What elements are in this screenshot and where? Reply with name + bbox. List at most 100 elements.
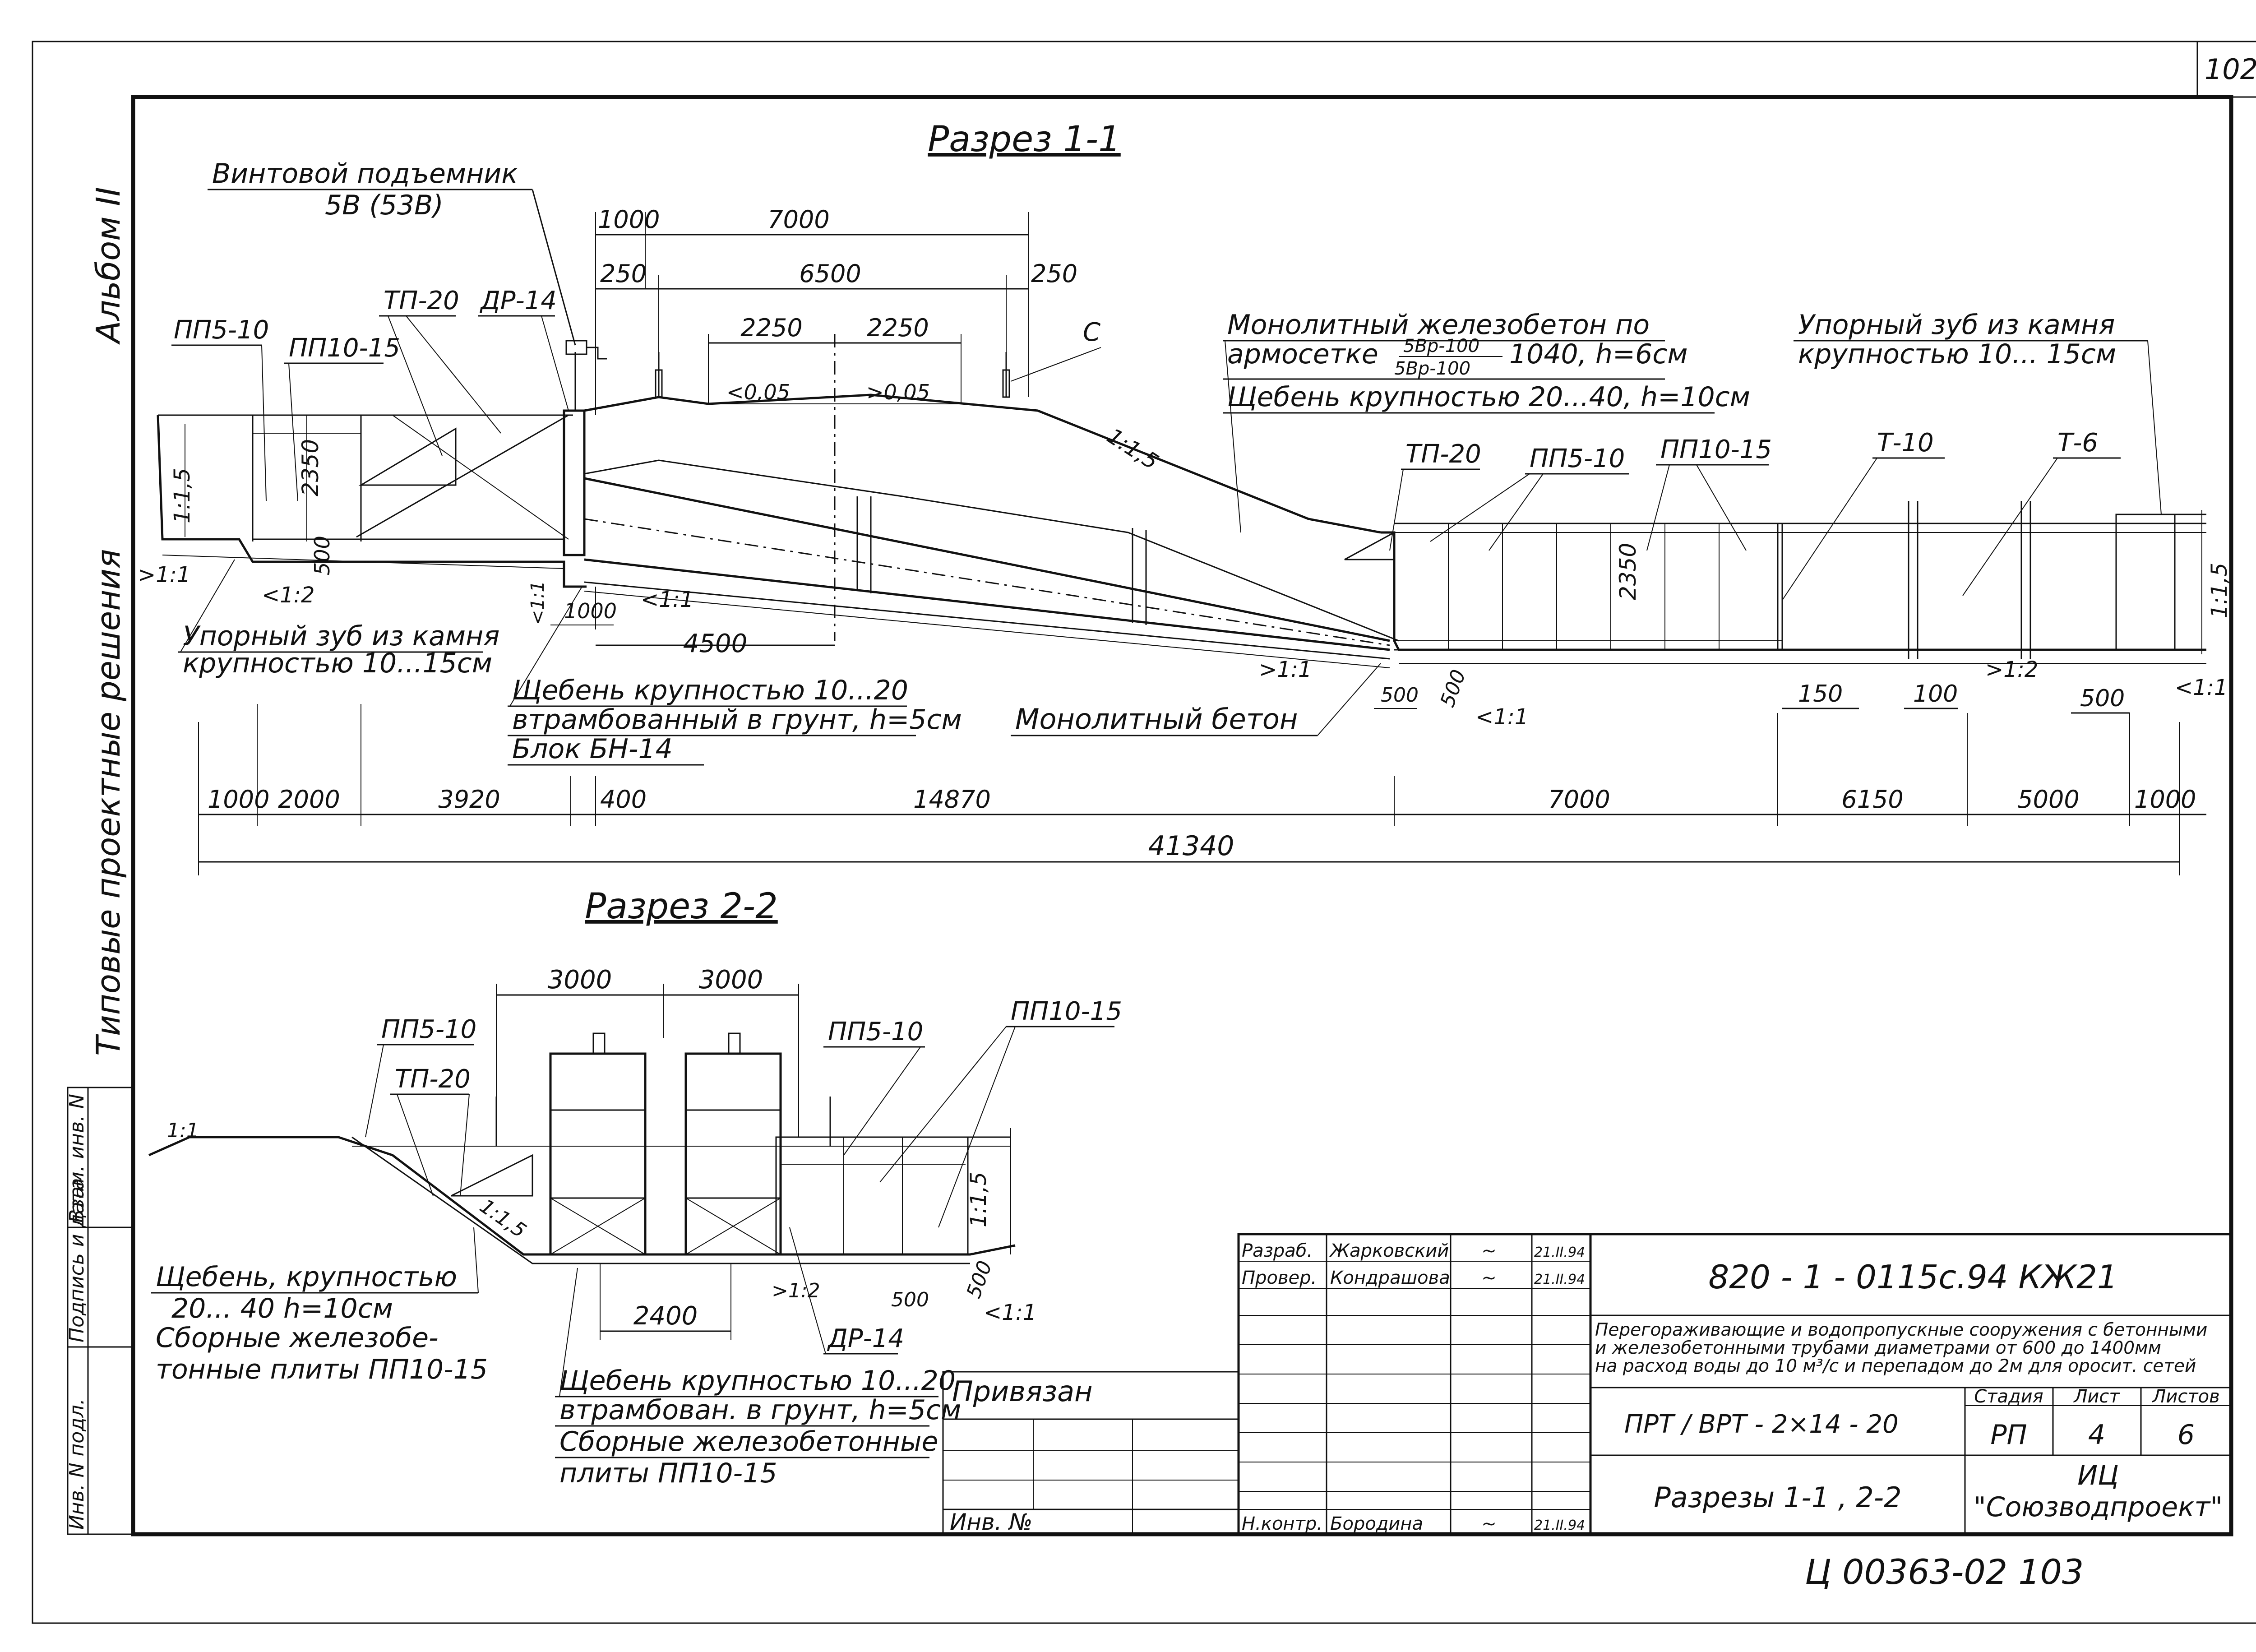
label-c: С	[1083, 318, 1100, 347]
s2-slope-1-15-a: 1:1,5	[476, 1194, 531, 1242]
stamp-inv-podl: Инв. N подл.	[65, 1398, 88, 1530]
sheet-number: 102	[2205, 53, 2256, 86]
label-gravel-1: Щебень крупностью 10...20	[512, 675, 908, 706]
s2-label-tp20: ТП-20	[395, 1064, 471, 1094]
stamp-vzam: Взам. инв. N	[65, 1094, 88, 1223]
label-gravel-3: Блок БН-14	[512, 733, 673, 765]
dim-bottom-5000: 5000	[2017, 785, 2079, 814]
section-1-title: Разрез 1-1	[928, 119, 1120, 160]
name-developer: Жарковский	[1329, 1240, 1449, 1261]
title-block	[1237, 1233, 2233, 1536]
section-1-top-dims: 1000 7000 250 6500 250 2250 2250	[595, 205, 1077, 641]
sign-checker: ~	[1481, 1268, 1497, 1288]
sign-normcontrol: ~	[1481, 1513, 1497, 1534]
slope-1-15-fill: 1:1,5	[1102, 423, 1163, 475]
sheet-value: 4	[2088, 1419, 2105, 1451]
label-monolith-2a: армосетке	[1227, 338, 1378, 370]
dim-bottom-6150: 6150	[1841, 785, 1903, 814]
s2-note-left-1: Щебень, крупностью	[156, 1261, 457, 1293]
s2-label-pp10-15: ПП10-15	[1011, 997, 1122, 1026]
dim-500-right: 500	[2080, 685, 2125, 712]
label-monolithic-concrete: Монолитный бетон	[1015, 703, 1298, 736]
s2-slope-1-2: >1:2	[772, 1279, 820, 1302]
album-label: Альбом II	[89, 187, 127, 345]
s2-dim-3000-b: 3000	[699, 965, 763, 995]
slope-1-2-left: <1:2	[262, 583, 314, 608]
dim-100: 100	[1913, 680, 1958, 708]
privyazan-inv: Инв. №	[950, 1509, 1032, 1535]
label-hoist-2: 5В (53В)	[325, 190, 444, 221]
label-pp5-10-b: ПП5-10	[1530, 444, 1625, 473]
s2-slope-1-1-r: <1:1	[984, 1300, 1036, 1325]
label-monolith-num: 5Вр-100	[1403, 336, 1479, 356]
s2-note-left-4: тонные плиты ПП10-15	[156, 1354, 488, 1385]
name-checker: Кондрашова	[1330, 1268, 1450, 1288]
dim-500-outlet: 500	[1381, 684, 1419, 707]
label-monolith-den: 5Вр-100	[1394, 358, 1470, 379]
s2-note-bottom-3: Сборные железобетонные	[559, 1426, 938, 1458]
section-2-structure	[148, 1032, 1016, 1264]
slope-1-15-left: 1:1,5	[170, 468, 195, 523]
label-pp10-15-a: ПП10-15	[289, 333, 400, 363]
label-monolith-1: Монолитный железобетон по	[1227, 309, 1650, 341]
label-t10: Т-10	[1877, 428, 1934, 458]
role-checker: Провер.	[1242, 1268, 1317, 1288]
dim-bottom-14870: 14870	[913, 785, 991, 814]
name-normcontrol: Бородина	[1330, 1513, 1423, 1534]
sheet-frame	[32, 41, 2256, 1624]
grade-right: >0,05	[866, 380, 930, 404]
dim-bottom-400: 400	[600, 785, 647, 814]
s2-dim-2400: 2400	[633, 1301, 698, 1331]
dim-bottom-7000: 7000	[1548, 785, 1610, 814]
slope-1-2-right: >1:2	[1985, 657, 2038, 682]
title-desc-1: Перегораживающие и водопропускные сооруж…	[1595, 1320, 2207, 1340]
label-stone-right-1: Упорный зуб из камня	[1798, 309, 2115, 341]
s2-note-left-3: Сборные железобе-	[156, 1322, 439, 1354]
dim-1000-box: 1000	[564, 599, 617, 623]
slope-1-1-right: <1:1	[2175, 675, 2228, 700]
privyazan-block	[942, 1371, 1239, 1535]
s2-dim-3000-a: 3000	[548, 965, 612, 995]
section-1-local-dims: 2350 500 1000 4500 2350 500 500 150 100 …	[297, 439, 2130, 714]
section-1-structure	[157, 340, 2206, 668]
dim-top-1000: 1000	[598, 205, 660, 234]
section-1-labels: Винтовой подъемник 5В (53В) ПП5-10 ПП10-…	[171, 158, 2162, 766]
section-2-labels: 3000 3000 2400 500 500 ПП5-10 ТП-20 ПП5-…	[151, 965, 1122, 1489]
dim-top-250-left: 250	[600, 259, 647, 288]
archive-number: Ц 00363-02 103	[1805, 1552, 2084, 1592]
org-line-2: "Союзводпроект"	[1974, 1491, 2223, 1523]
label-hoist-1: Винтовой подъемник	[212, 158, 518, 190]
slope-1-1-box: <1:1	[527, 581, 548, 625]
privyazan-title: Привязан	[952, 1375, 1093, 1408]
s2-label-pp5-10-a: ПП5-10	[381, 1015, 476, 1044]
s2-note-bottom-1: Щебень крупностью 10...20	[559, 1365, 956, 1397]
role-developer: Разраб.	[1242, 1240, 1313, 1261]
label-pp10-15-b: ПП10-15	[1660, 435, 1772, 464]
s2-dim-500: 500	[891, 1288, 929, 1311]
s2-note-bottom-2: втрамбован. в грунт, h=5см	[559, 1394, 961, 1426]
label-tp20-b: ТП-20	[1405, 440, 1481, 469]
date-checker: 21.II.94	[1534, 1272, 1585, 1287]
label-gravel-2: втрамбованный в грунт, h=5см	[512, 704, 962, 736]
dim-top-2250-b: 2250	[867, 314, 929, 342]
dim-4500: 4500	[683, 629, 748, 658]
s2-label-pp5-10-b: ПП5-10	[828, 1017, 923, 1046]
slope-1-1-out2: <1:1	[1475, 704, 1528, 730]
structure-code: ПРТ / ВРТ - 2×14 - 20	[1624, 1410, 1899, 1439]
stage-header: Стадия	[1974, 1386, 2043, 1407]
series-label: Типовые проектные решения	[89, 549, 127, 1056]
drawing-title: Разрезы 1-1 , 2-2	[1654, 1481, 1901, 1514]
label-stone-right-2: крупностью 10... 15см	[1798, 338, 2116, 370]
label-stone-left-2: крупностью 10...15см	[183, 648, 492, 679]
slope-1-1-mid: <1:1	[641, 587, 693, 612]
s2-slope-1-15-b: 1:1,5	[966, 1172, 991, 1227]
label-monolith-3: Щебень крупностью 20...40, h=10см	[1227, 381, 1750, 413]
dim-top-6500: 6500	[799, 259, 861, 288]
grade-left: <0,05	[726, 380, 790, 404]
stamp-podpis: Подпись и дата	[65, 1178, 88, 1342]
label-pp5-10-a: ПП5-10	[174, 315, 269, 345]
label-t6: Т-6	[2057, 428, 2098, 458]
sheets-header: Листов	[2151, 1386, 2219, 1407]
sign-developer: ~	[1481, 1240, 1497, 1261]
stage-value: РП	[1990, 1419, 2027, 1451]
